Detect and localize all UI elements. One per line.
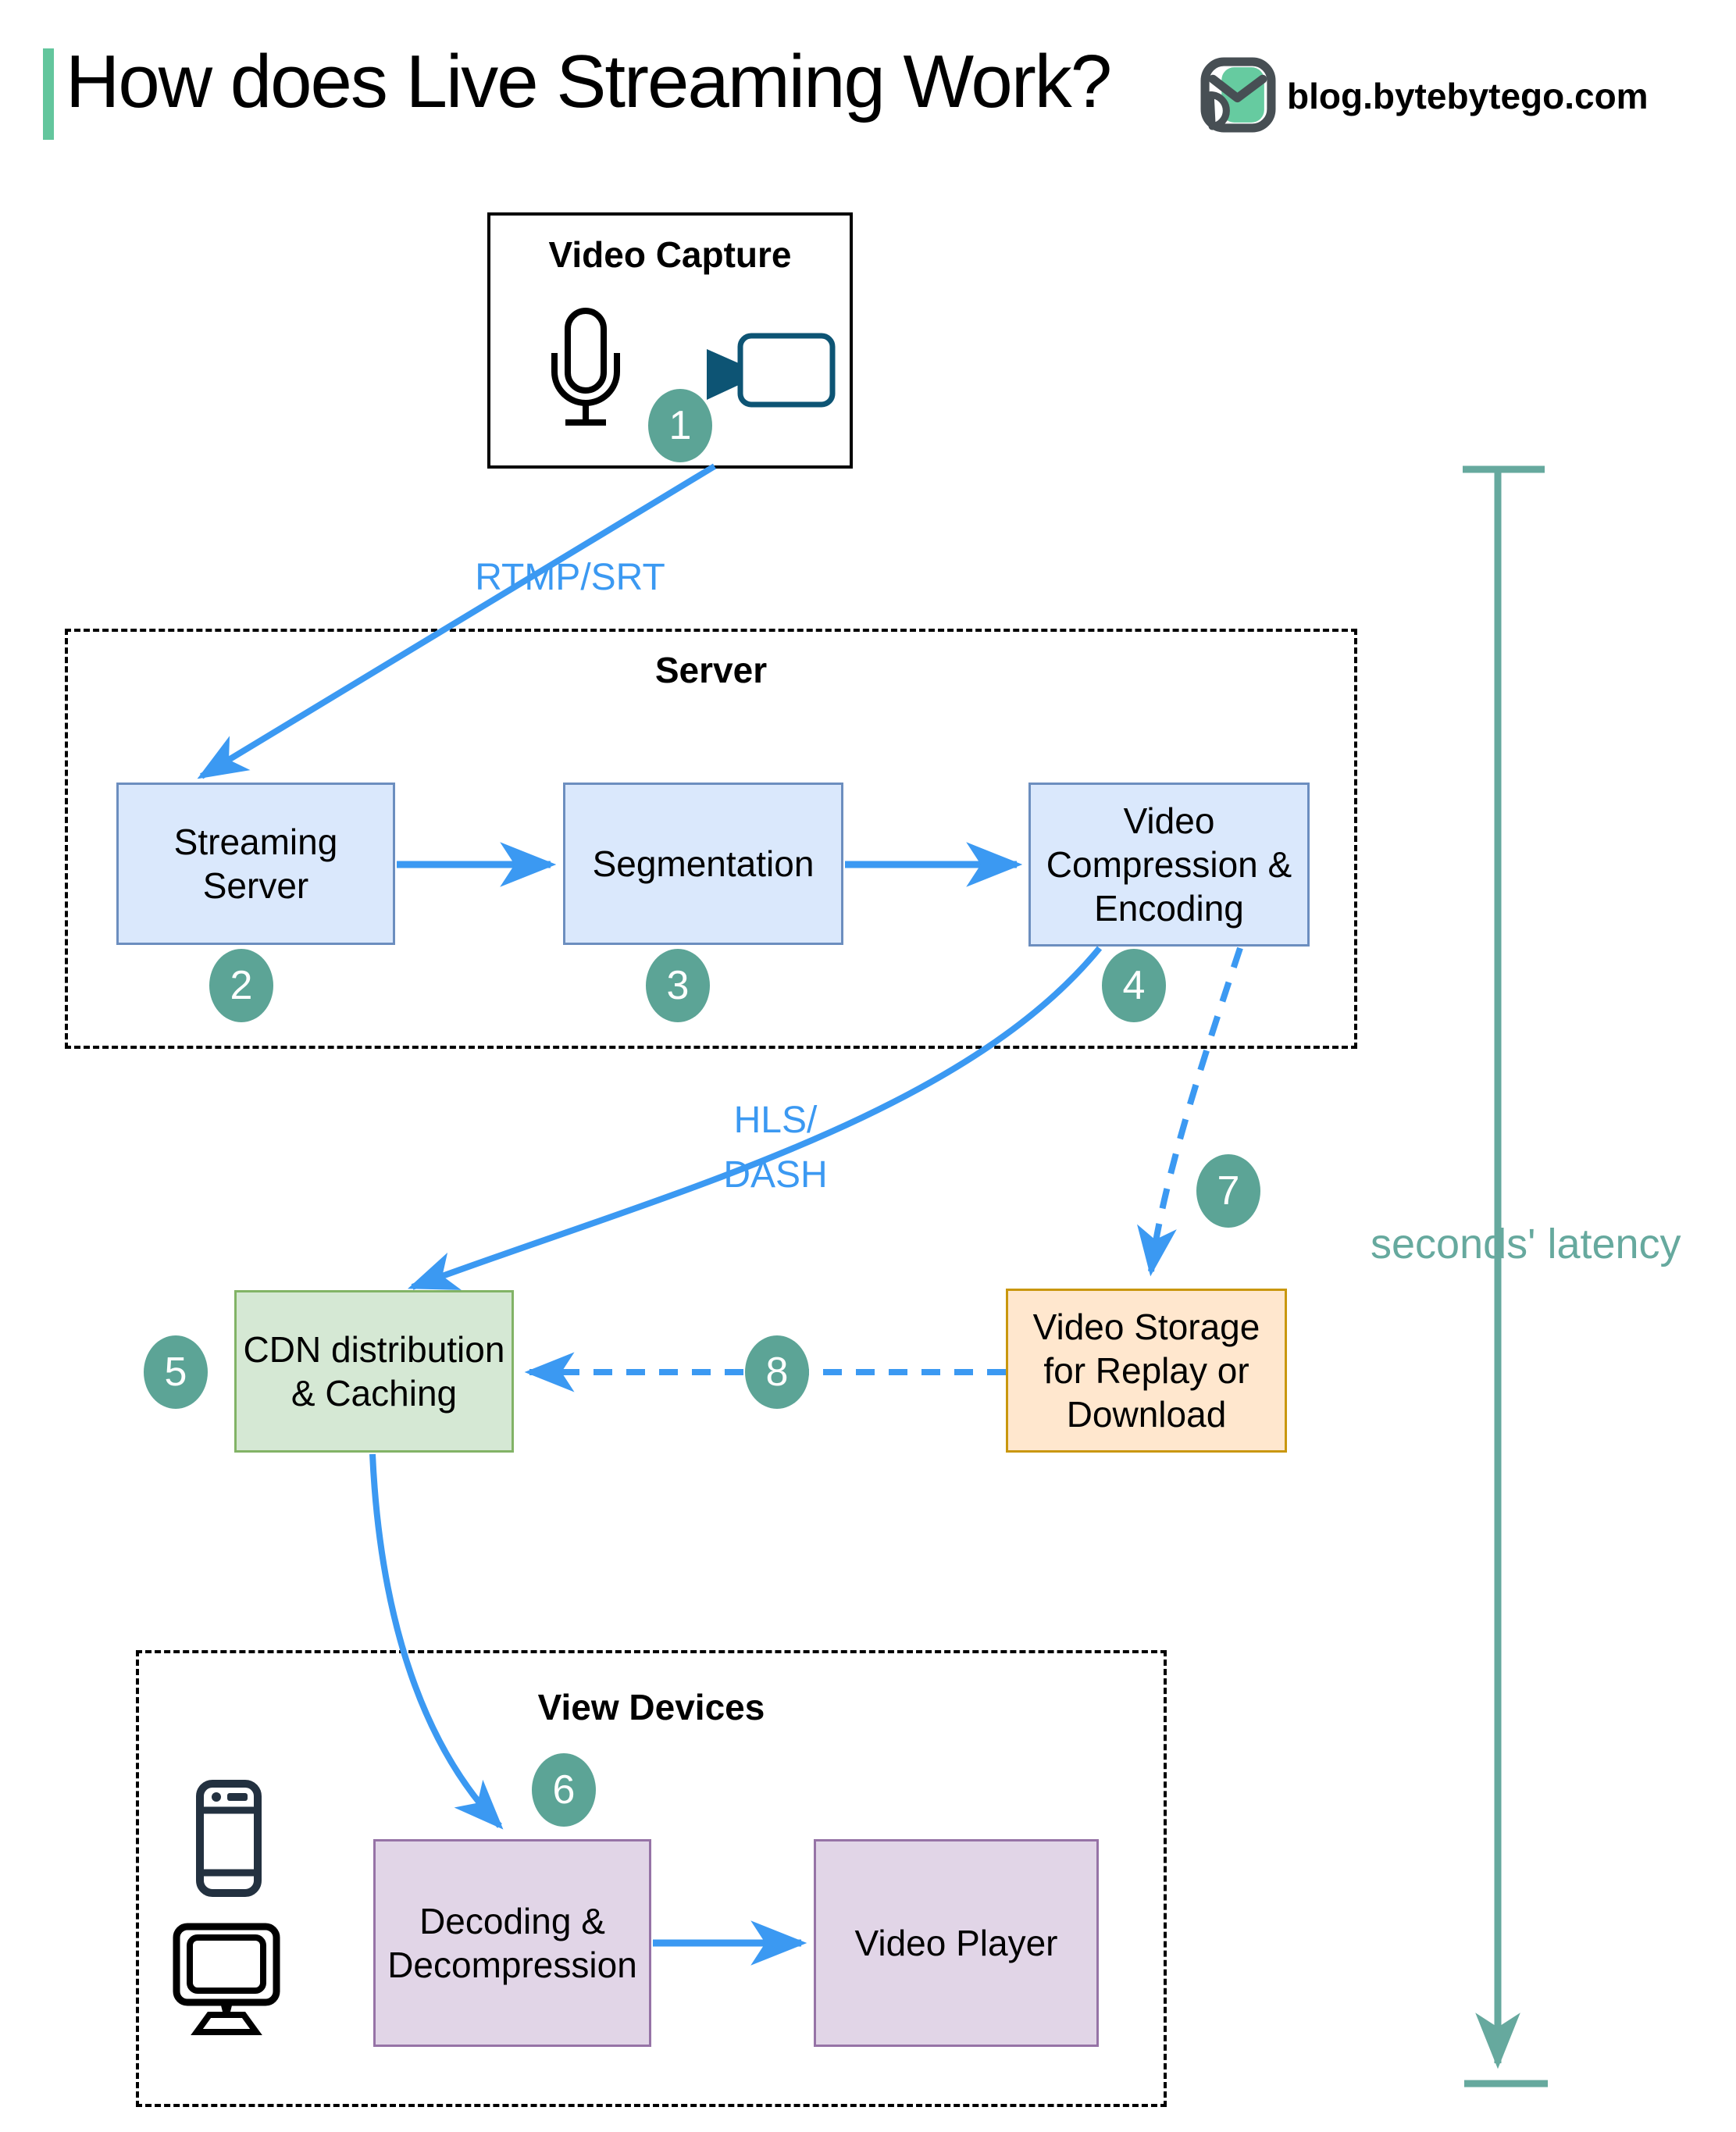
segmentation-node: Segmentation (563, 783, 843, 945)
step-5-badge: 5 (144, 1335, 208, 1409)
latency-measure-line (1463, 465, 1548, 2087)
step-3-badge: 3 (646, 949, 710, 1022)
bytebytego-logo-icon (1200, 57, 1276, 133)
step-7-badge: 7 (1196, 1154, 1260, 1228)
step-2-badge: 2 (209, 949, 273, 1022)
server-group-label: Server (654, 650, 768, 690)
page-title: How does Live Streaming Work? (66, 40, 1112, 123)
latency-label: seconds' latency (1371, 1221, 1681, 1267)
step-4-badge: 4 (1102, 949, 1166, 1022)
step-8-badge: 8 (745, 1335, 809, 1409)
step-6-badge: 6 (532, 1753, 596, 1827)
video-storage-node: Video Storage for Replay or Download (1006, 1289, 1287, 1453)
ingest-protocol-label: RTMP/SRT (475, 557, 665, 598)
view-devices-group-box: View Devices (136, 1650, 1167, 2107)
video-compression-node: Video Compression & Encoding (1028, 783, 1310, 947)
video-capture-label: Video Capture (548, 234, 792, 275)
title-accent-bar (43, 48, 54, 140)
video-player-node: Video Player (814, 1839, 1099, 2047)
decoding-node: Decoding & Decompression (373, 1839, 651, 2047)
step-1-badge: 1 (648, 389, 712, 462)
streaming-server-node: Streaming Server (116, 783, 395, 945)
delivery-protocol-label: HLS/ DASH (723, 1100, 828, 1196)
site-label: blog.bytebytego.com (1287, 76, 1649, 116)
cdn-node: CDN distribution & Caching (234, 1290, 514, 1453)
view-devices-label: View Devices (537, 1687, 765, 1727)
